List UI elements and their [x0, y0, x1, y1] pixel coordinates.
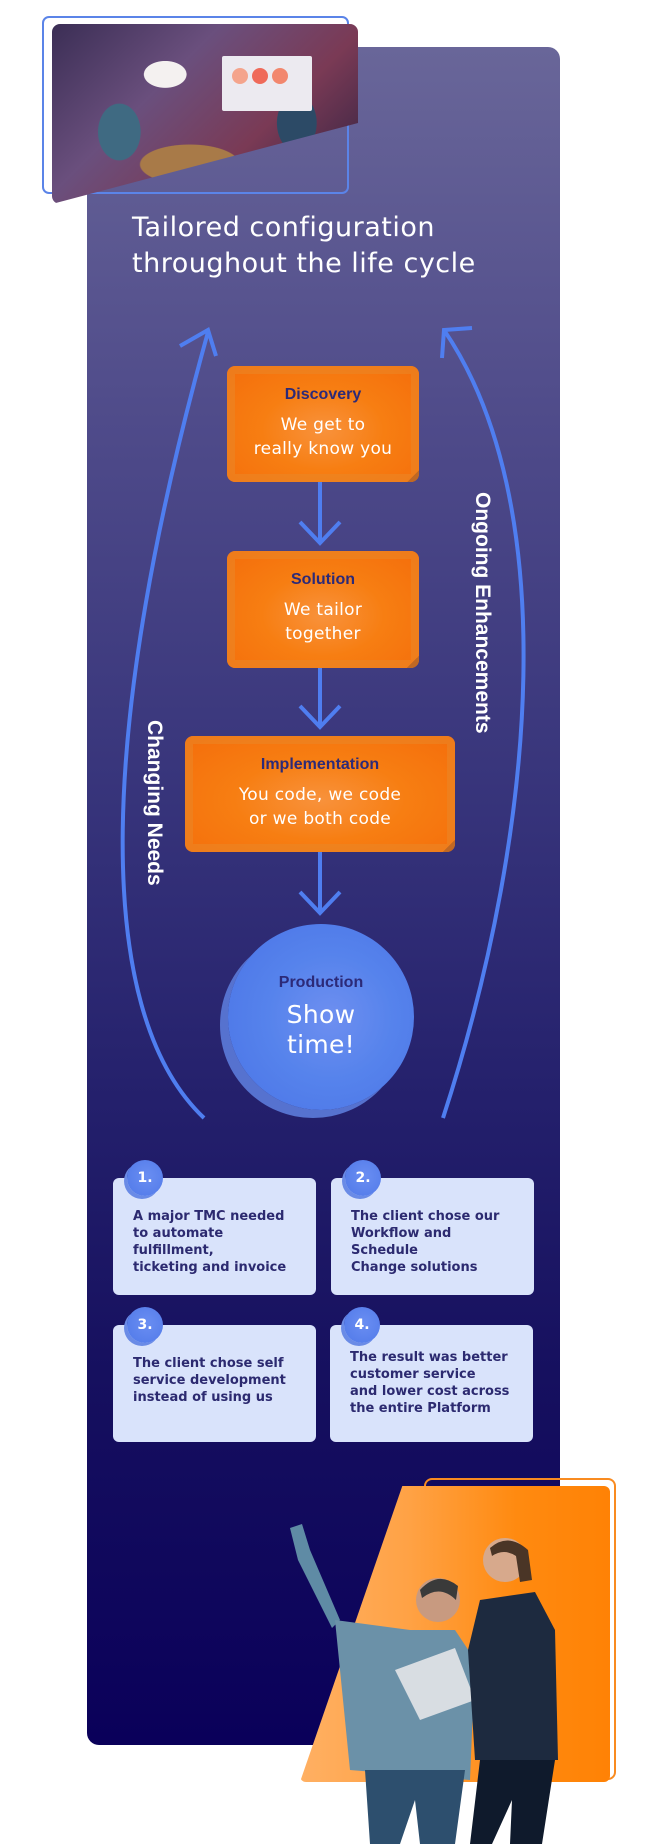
page-title: Tailored configuration throughout the li… [132, 212, 476, 279]
woman-jacket [468, 1592, 558, 1760]
step-card-2: 2. The client chose our Workflow and Sch… [331, 1160, 534, 1295]
man-jeans [365, 1770, 465, 1844]
stage-description: We get to really know you [253, 415, 393, 459]
presentation-screen [222, 56, 312, 111]
man-raised-arm [290, 1524, 340, 1628]
stage-description: We tailor together [283, 600, 363, 644]
stage-title: Implementation [260, 756, 380, 773]
man-hair [420, 1578, 458, 1600]
pie-chart-icon [232, 68, 248, 84]
stage-description: You code, we code or we both code [238, 785, 402, 829]
step-number-badge: 3. [127, 1307, 163, 1343]
business-people-photo [290, 1524, 558, 1844]
step-text: A major TMC needed to automate fulfillme… [133, 1209, 287, 1275]
stage-production: Production Show time! [228, 924, 414, 1110]
woman-hair [490, 1540, 532, 1582]
changing-needs-label: Changing Needs [143, 720, 166, 886]
stage-solution: Solution We tailor together [227, 551, 419, 668]
ongoing-enhancements-label: Ongoing Enhancements [471, 492, 494, 734]
step-text: The client chose self service developmen… [133, 1356, 286, 1405]
step-text: The client chose our Workflow and Schedu… [351, 1209, 500, 1275]
stage-description: Show time! [286, 1000, 356, 1059]
stage-implementation: Implementation You code, we code or we b… [185, 736, 455, 852]
step-card-1: 1. A major TMC needed to automate fulfil… [113, 1160, 316, 1295]
step-number-badge: 1. [127, 1160, 163, 1196]
step-number-badge: 4. [344, 1307, 380, 1343]
step-number-badge: 2. [345, 1160, 381, 1196]
woman-pants [470, 1760, 555, 1844]
pie-chart-icon [272, 68, 288, 84]
step-card-3: 3. The client chose self service develop… [113, 1307, 316, 1442]
step-card-4: 4. The result was better customer servic… [330, 1307, 533, 1442]
step-text: The result was better customer service a… [350, 1350, 510, 1416]
laptop-icon [395, 1648, 475, 1720]
stage-title: Production [278, 974, 364, 991]
pie-chart-icon [252, 68, 268, 84]
stage-discovery: Discovery We get to really know you [227, 366, 419, 482]
stage-title: Solution [291, 571, 355, 588]
stage-title: Discovery [284, 386, 362, 403]
